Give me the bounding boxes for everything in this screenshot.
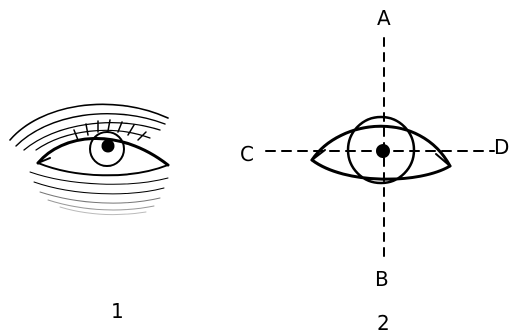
lid-fold-arc-outer — [9, 103, 169, 141]
iris-1 — [89, 131, 125, 167]
inner-corner-2 — [311, 149, 326, 161]
upper-eyelid-2 — [310, 124, 452, 168]
eyelashes — [73, 119, 147, 141]
lower-eyelid-2 — [310, 158, 452, 181]
eye-figure-2 — [265, 37, 495, 263]
lower-eyelid — [37, 162, 169, 177]
figure-number-1: 1 — [111, 299, 124, 323]
under-eye-wrinkles — [29, 171, 169, 216]
pupil-1 — [101, 139, 115, 153]
figure-number-2: 2 — [377, 311, 390, 332]
iris-2 — [346, 115, 416, 185]
pupil-2 — [376, 144, 390, 158]
axis-label-b: B — [375, 267, 389, 291]
axis-label-c: C — [240, 142, 254, 166]
lid-crease — [35, 129, 151, 151]
axis-label-d: D — [494, 135, 509, 159]
axis-label-a: A — [377, 6, 391, 30]
outer-corner-2 — [435, 153, 451, 167]
eye-figure-1 — [9, 103, 170, 216]
lid-fold-arc-2 — [15, 113, 166, 147]
tear-duct — [37, 157, 51, 164]
